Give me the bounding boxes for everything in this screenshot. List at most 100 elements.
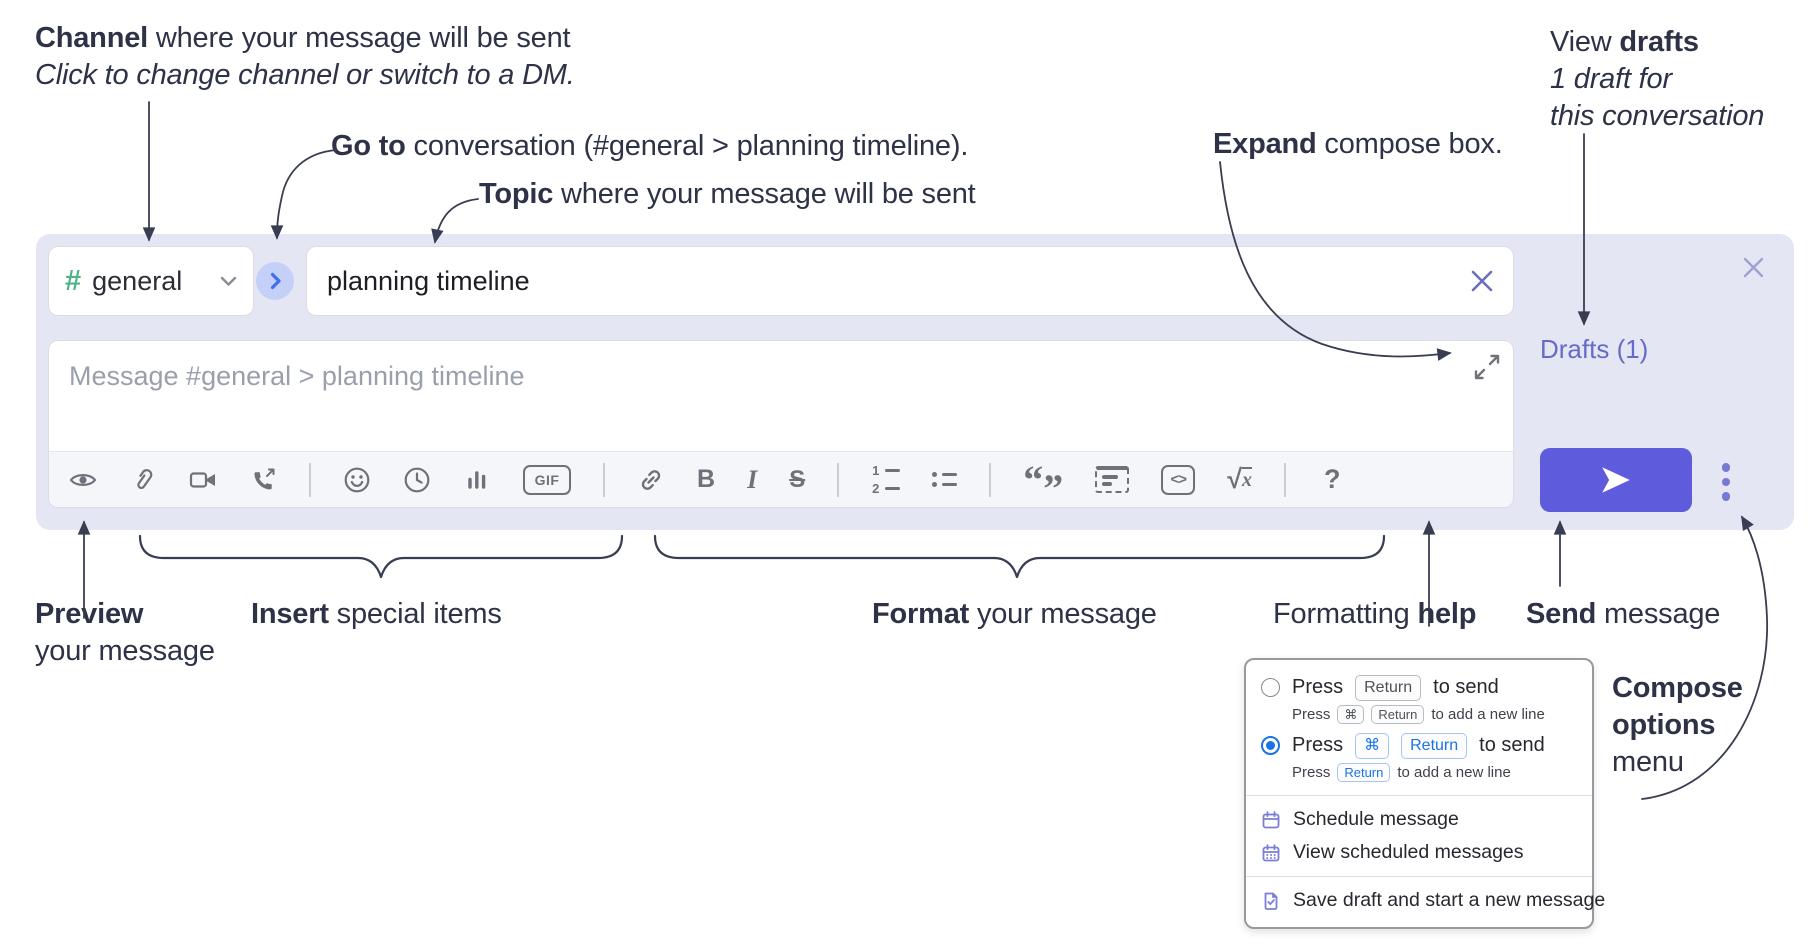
quote-glyph: ”	[1043, 465, 1064, 511]
radio-selected-icon[interactable]	[1261, 736, 1280, 756]
clock-icon	[404, 467, 430, 492]
spoiler-button[interactable]	[1095, 466, 1130, 493]
annotation-expand: Expand compose box.	[1213, 128, 1503, 160]
video-camera-icon	[189, 471, 215, 488]
numbered-list-glyph: 1	[872, 463, 880, 478]
format-brace	[653, 534, 1386, 579]
toolbar-divider	[309, 462, 311, 497]
expand-icon	[1474, 354, 1500, 380]
bold-glyph: B	[697, 465, 716, 493]
phone-call-icon	[254, 468, 275, 489]
link-icon	[641, 469, 661, 490]
menu-item-view-scheduled[interactable]: View scheduled messages	[1246, 836, 1592, 869]
poll-button[interactable]	[463, 466, 491, 494]
calendar-grid-icon	[1262, 844, 1280, 862]
attach-file-button[interactable]	[129, 466, 157, 494]
annotation-go-to: Go to conversation (#general > planning …	[331, 130, 969, 162]
compose-toolbar: GIF B I	[49, 451, 1513, 508]
annotation-view-drafts: View drafts 1 draft for this conversatio…	[1550, 26, 1765, 132]
annotation-channel: Channel where your message will be sent …	[35, 22, 575, 91]
menu-divider	[1246, 795, 1592, 797]
annotation-compose-options: Compose options menu	[1612, 672, 1743, 778]
code-glyph: <>	[1170, 471, 1187, 488]
sqrt-glyph: √	[1227, 464, 1243, 494]
video-call-button[interactable]	[189, 466, 217, 494]
enter-sends-hint: Press ⌘ Return to add a new line	[1292, 704, 1545, 725]
math-x-glyph: x	[1242, 467, 1253, 491]
emoji-button[interactable]	[343, 466, 371, 494]
global-time-button[interactable]	[403, 466, 431, 494]
send-icon	[1602, 467, 1630, 493]
math-button[interactable]: √x	[1227, 464, 1253, 494]
expand-compose-button[interactable]	[1473, 353, 1501, 381]
channel-selector[interactable]: # general	[48, 246, 254, 316]
cmd-enter-sends-hint: Press Return to add a new line	[1292, 762, 1511, 783]
go-to-conversation-button[interactable]	[256, 262, 294, 300]
return-key: Return	[1337, 762, 1391, 783]
strikethrough-button[interactable]: S	[789, 467, 805, 492]
question-mark-glyph: ?	[1324, 464, 1341, 494]
annotation-topic: Topic where your message will be sent	[479, 178, 976, 210]
cmd-enter-sends-option[interactable]: Press ⌘ Return to send	[1246, 730, 1592, 762]
italic-button[interactable]: I	[747, 466, 757, 493]
document-check-icon	[1264, 892, 1278, 910]
annotation-preview: Preview your message	[35, 598, 215, 667]
calendar-icon	[1262, 811, 1280, 829]
quote-glyph: “	[1023, 456, 1044, 502]
insert-brace	[138, 534, 624, 579]
close-icon	[1743, 257, 1763, 277]
channel-name: general	[92, 265, 183, 296]
clear-topic-button[interactable]	[1468, 267, 1496, 295]
send-button[interactable]	[1540, 448, 1692, 512]
return-key: Return	[1371, 704, 1425, 725]
link-button[interactable]	[637, 466, 665, 494]
return-key: Return	[1355, 675, 1422, 701]
close-compose-button[interactable]	[1738, 252, 1768, 282]
chevron-down-icon	[220, 276, 237, 287]
chevron-right-icon	[270, 272, 281, 290]
formatting-help-button[interactable]: ?	[1318, 465, 1347, 494]
code-button[interactable]: <>	[1161, 464, 1196, 495]
toolbar-divider	[837, 462, 840, 497]
menu-item-schedule-message[interactable]: Schedule message	[1246, 803, 1592, 836]
message-input[interactable]	[49, 341, 1513, 447]
channel-hash-icon: #	[65, 264, 82, 297]
compose-box: # general	[36, 234, 1794, 530]
paperclip-icon	[137, 468, 153, 489]
compose-options-menu: Press Return to send Press ⌘ Return to a…	[1244, 658, 1605, 930]
annotation-formatting-help: Formatting help	[1273, 598, 1477, 630]
gif-button[interactable]: GIF	[523, 464, 571, 495]
preview-button[interactable]	[69, 466, 97, 494]
annotation-send: Send message	[1526, 598, 1721, 630]
numbered-list-button[interactable]: 1 2	[871, 463, 901, 496]
quote-button[interactable]: “”	[1023, 456, 1063, 508]
drafts-link[interactable]: Drafts (1)	[1540, 334, 1649, 364]
annotation-insert: Insert special items	[251, 598, 502, 630]
eye-icon	[69, 473, 97, 486]
close-icon	[1471, 270, 1493, 292]
bulleted-list-button[interactable]	[932, 472, 958, 487]
bold-button[interactable]: B	[697, 467, 715, 492]
voice-call-button[interactable]	[249, 466, 277, 494]
toolbar-divider	[989, 462, 992, 497]
numbered-list-glyph: 2	[872, 481, 880, 496]
cmd-key: ⌘	[1337, 704, 1365, 725]
goto-arrow	[270, 149, 337, 240]
ellipsis-icon	[1721, 463, 1731, 472]
annotation-format: Format your message	[872, 598, 1157, 630]
toolbar-divider	[603, 462, 605, 497]
cmd-key: ⌘	[1355, 733, 1390, 759]
compose-options-button[interactable]	[1704, 456, 1748, 508]
topic-input[interactable]	[306, 246, 1514, 316]
radio-unselected-icon[interactable]	[1261, 678, 1280, 698]
bar-chart-icon	[468, 470, 486, 489]
enter-sends-option[interactable]: Press Return to send	[1246, 672, 1592, 704]
menu-divider	[1246, 876, 1592, 878]
toolbar-divider	[1284, 462, 1287, 497]
smiley-icon	[344, 467, 370, 492]
gif-label: GIF	[534, 471, 560, 488]
return-key: Return	[1401, 733, 1468, 759]
message-area: GIF B I	[48, 340, 1514, 508]
menu-item-save-draft[interactable]: Save draft and start a new message	[1246, 884, 1605, 917]
